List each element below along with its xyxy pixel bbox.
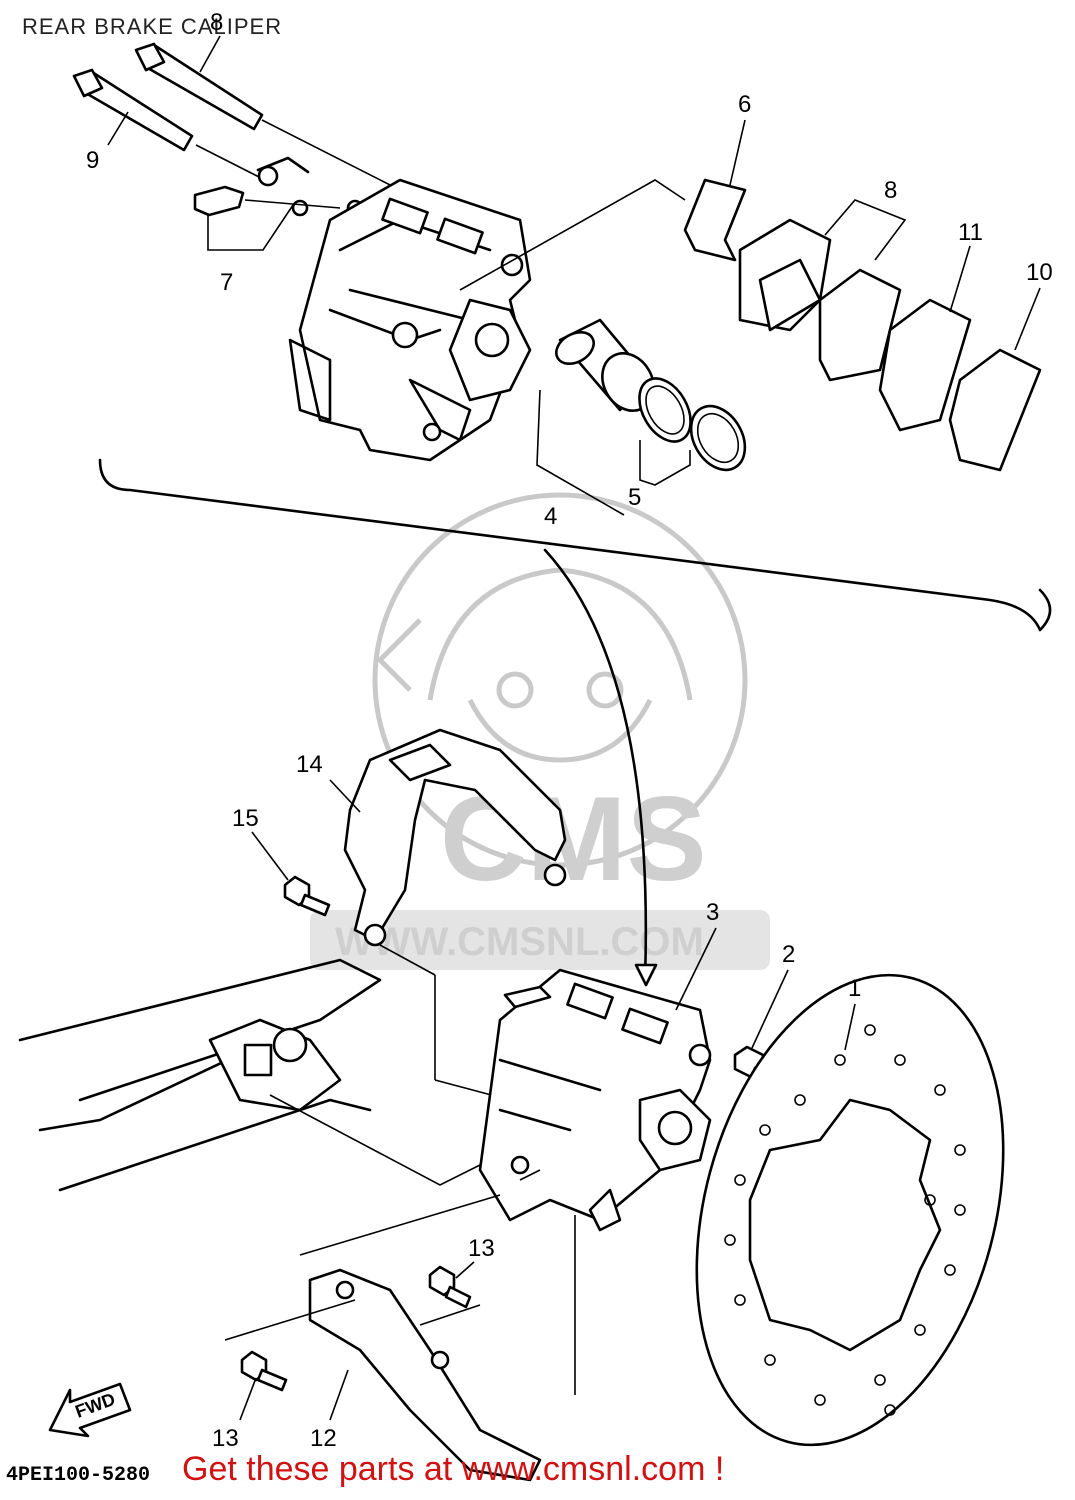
pad-spring xyxy=(683,178,747,262)
callout-10: 10 xyxy=(1026,259,1053,286)
brake-disc xyxy=(695,973,1005,1447)
callout-2: 2 xyxy=(782,941,795,968)
callout-13-upper: 13 xyxy=(468,1235,495,1262)
callout-8: 8 xyxy=(884,177,897,204)
pad-shim-inner xyxy=(878,298,972,432)
dust-seal xyxy=(689,404,747,472)
caliper-guard xyxy=(308,1268,542,1482)
callout-11: 11 xyxy=(958,219,983,246)
guard-bolt-upper xyxy=(428,1265,456,1297)
caliper-pin-lower xyxy=(72,68,194,152)
forward-arrow-icon: FWD xyxy=(48,1382,132,1438)
bleed-screw xyxy=(193,156,364,217)
callout-6: 6 xyxy=(738,91,751,118)
callout-15: 15 xyxy=(232,805,259,832)
watermark-url: WWW.CMSNL.COM xyxy=(335,920,704,964)
callout-12: 12 xyxy=(310,1425,337,1452)
swingarm xyxy=(18,958,382,1192)
pad-shim-outer xyxy=(948,348,1042,472)
callout-5: 5 xyxy=(628,484,641,511)
brake-caliper-assembly xyxy=(478,968,712,1232)
piston-seal xyxy=(638,377,692,443)
callout-14: 14 xyxy=(296,751,323,778)
callout-7: 7 xyxy=(220,269,233,296)
shop-link[interactable]: Get these parts at www.cmsnl.com ! xyxy=(182,1450,725,1488)
callout-1: 1 xyxy=(848,975,861,1002)
callout-9-upper: 8 xyxy=(210,9,223,36)
callout-3: 3 xyxy=(706,899,719,926)
page-title: REAR BRAKE CALIPER xyxy=(22,14,283,39)
caliper-body-exploded xyxy=(288,178,532,462)
section-brace xyxy=(98,458,1052,632)
bracket-bolt xyxy=(283,875,331,917)
caliper-bracket xyxy=(343,728,567,942)
diagram-code: 4PEI100-5280 xyxy=(6,1464,151,1487)
callout-4: 4 xyxy=(544,503,557,530)
brake-pad-set xyxy=(738,218,902,382)
assembly-arrow xyxy=(543,548,648,982)
callout-13-lower: 13 xyxy=(212,1425,239,1452)
callout-9-lower: 9 xyxy=(86,147,99,174)
caliper-pin-upper xyxy=(134,42,264,131)
